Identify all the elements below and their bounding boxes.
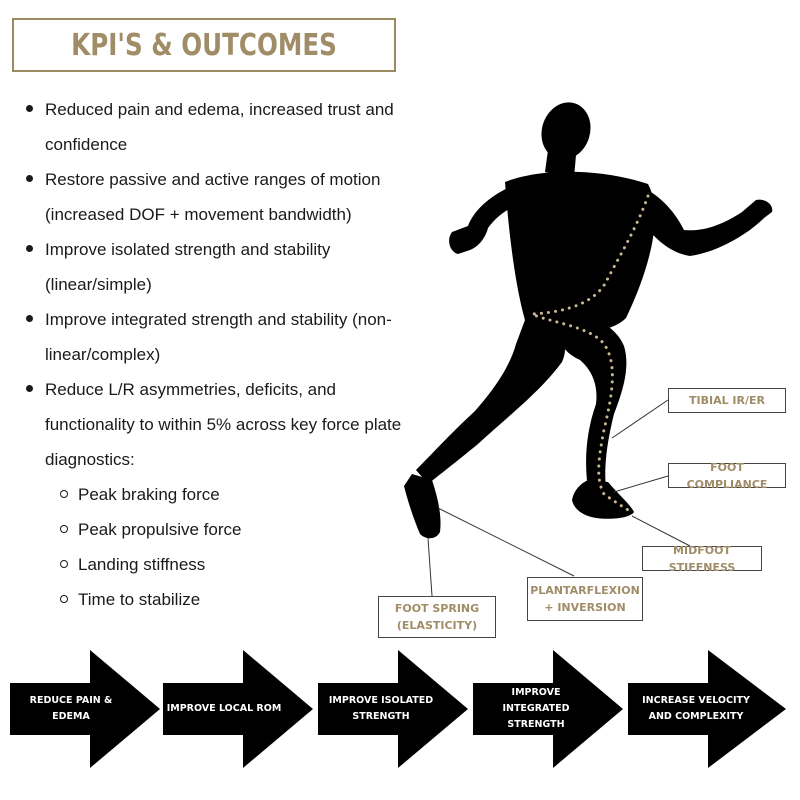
step-label: IMPROVE LOCAL ROM [166,703,282,714]
kpi-item: Improve isolated strength and stability … [22,232,402,302]
arrow-shape-icon [10,650,160,768]
kpi-item-text: Reduce L/R asymmetries, deficits, and fu… [45,380,402,469]
page-title: KPI'S & OUTCOMES [71,27,337,63]
callout-tibial-text: TIBIAL IR/ER [689,394,765,407]
step-arrow: IMPROVE LOCAL ROM [163,650,315,768]
diagnostic-item-text: Peak braking force [78,485,220,504]
runner-silhouette-icon [404,102,773,539]
step-label: IMPROVE INTEGRATED STRENGTH [502,687,570,730]
callout-foot-spring: FOOT SPRING (ELASTICITY) [378,596,496,638]
callout-tibial-ir-er: TIBIAL IR/ER [668,388,786,413]
kpi-list: Reduced pain and edema, increased trust … [22,92,402,617]
kpi-item-text: Reduced pain and edema, increased trust … [45,100,394,154]
arrow-shape-icon [628,650,786,768]
diagnostics-sublist: Peak braking force Peak propulsive force… [45,477,402,617]
title-box: KPI'S & OUTCOMES [12,18,396,72]
kpi-item-text: Restore passive and active ranges of mot… [45,170,381,224]
callout-plantarflexion-inversion: PLANTARFLEXION + INVERSION [527,577,643,621]
diagnostic-item: Time to stabilize [45,582,402,617]
kpi-item: Restore passive and active ranges of mot… [22,162,402,232]
diagnostic-item: Peak braking force [45,477,402,512]
kpi-item: Reduce L/R asymmetries, deficits, and fu… [22,372,402,617]
step-arrow: REDUCE PAIN & EDEMA [10,650,162,768]
callout-plantarflexion-text: PLANTARFLEXION + INVERSION [530,584,640,614]
step-label: REDUCE PAIN & EDEMA [29,695,113,722]
step-arrow: IMPROVE ISOLATED STRENGTH [318,650,470,768]
kpi-item-text: Improve integrated strength and stabilit… [45,310,392,364]
callout-foot-compliance-text: FOOT COMPLIANCE [686,460,768,491]
step-arrow: INCREASE VELOCITY AND COMPLEXITY [628,650,788,768]
diagnostic-item: Peak propulsive force [45,512,402,547]
arrow-shape-icon [473,650,623,768]
kpi-item-text: Improve isolated strength and stability … [45,240,331,294]
callout-midfoot-stiffness: MIDFOOT STIFFNESS [642,544,762,574]
arrow-shape-icon [318,650,468,768]
kinetic-chain-dots [526,194,650,512]
callout-foot-compliance: FOOT COMPLIANCE [668,461,786,491]
step-arrow: IMPROVE INTEGRATED STRENGTH [473,650,625,768]
callout-foot-spring-text: FOOT SPRING (ELASTICITY) [394,602,480,632]
callout-midfoot-text: MIDFOOT STIFFNESS [668,543,736,574]
step-label: IMPROVE ISOLATED STRENGTH [328,695,434,722]
diagnostic-item-text: Landing stiffness [78,555,206,574]
step-label: INCREASE VELOCITY AND COMPLEXITY [642,695,750,722]
arrow-shape-icon [163,650,313,768]
diagnostic-item-text: Peak propulsive force [78,520,242,539]
diagnostic-item: Landing stiffness [45,547,402,582]
kpi-item: Improve integrated strength and stabilit… [22,302,402,372]
diagnostic-item-text: Time to stabilize [78,590,201,609]
callout-leader-lines [427,399,691,597]
kpi-item: Reduced pain and edema, increased trust … [22,92,402,162]
